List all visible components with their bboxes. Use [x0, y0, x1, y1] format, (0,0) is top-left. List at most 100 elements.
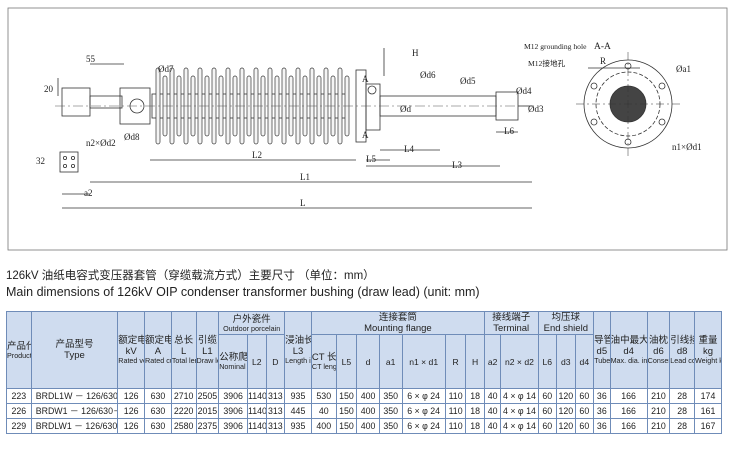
header-leadconn-cn: 引线接头: [670, 335, 694, 346]
header-current-cn: 额定电流: [145, 335, 171, 346]
label-d6: Ød6: [420, 70, 436, 80]
section-labels: A-A M12 grounding hole M12接地孔 R Øa1 n1×Ø…: [524, 42, 702, 152]
table-cell: 167: [694, 418, 722, 434]
header-d3: d3: [556, 334, 576, 389]
table-cell: 28: [669, 418, 696, 434]
table-cell: 4 × φ 14: [500, 403, 539, 419]
table-cell: 18: [465, 403, 485, 419]
header-n2d2: n2 × d2: [500, 334, 539, 389]
table-cell: 120: [556, 403, 576, 419]
header-ct-cn: CT 长 L4: [311, 352, 337, 363]
section-title: A-A: [594, 42, 611, 52]
header-lead-connector: 引线接头d8Lead connector d8: [669, 311, 696, 389]
table-cell: 40: [483, 388, 502, 404]
label-55: 55: [86, 54, 96, 64]
header-conservator: 油枕d6Conservator d6: [646, 311, 671, 389]
label-20: 20: [44, 84, 54, 94]
table-cell: 150: [335, 403, 358, 419]
header-l6: L6: [537, 334, 558, 389]
table-cell: 161: [694, 403, 722, 419]
table-cell: 6 × φ 24: [401, 403, 446, 419]
header-oil-sym: L3: [292, 346, 304, 357]
table-cell: 226: [6, 403, 32, 419]
header-n1d1: n1 × d1: [401, 334, 446, 389]
terminal-hole-icon: [63, 163, 68, 168]
header-leadconn-sym: d8: [676, 346, 688, 357]
table-cell: 166: [609, 388, 648, 404]
table-cell: 1140: [247, 418, 267, 434]
table-cell: 210: [646, 418, 671, 434]
header-lead-cn: 引缆: [197, 335, 217, 346]
table-cell: 60: [574, 403, 595, 419]
header-type-en: Type: [64, 350, 85, 361]
table-cell: 400: [356, 403, 380, 419]
header-l5: L5: [335, 334, 358, 389]
header-type-cn: 产品型号: [55, 339, 94, 350]
header-code-cn: 产品代号: [7, 340, 30, 352]
table-cell: 313: [265, 388, 286, 404]
table-cell: 2220: [170, 403, 197, 419]
header-weight-en: Weight kg: [695, 356, 721, 365]
header-lead-en: Draw lead L1: [196, 356, 218, 365]
table-cell: 935: [284, 418, 312, 434]
table-cell: 40: [483, 418, 502, 434]
header-d4: d4: [574, 334, 595, 389]
table-cell: 4 × φ 14: [500, 388, 539, 404]
header-rated-current: 额定电流ARated current A: [144, 311, 172, 389]
header-weight-unit: kg: [702, 346, 714, 357]
table-cell: 18: [465, 418, 485, 434]
table-cell: 60: [537, 403, 558, 419]
header-conserv-en: Conservator d6: [647, 356, 669, 365]
table-cell: 400: [356, 388, 380, 404]
label-l6: L6: [504, 126, 514, 136]
header-a2: a2: [483, 334, 502, 389]
table-cell: 3906: [218, 388, 249, 404]
header-tube: 导管d5Tube d5: [593, 311, 611, 389]
header-voltage-unit: kV: [125, 346, 137, 357]
table-cell: 28: [669, 388, 696, 404]
table-cell: 630: [144, 418, 172, 434]
header-current-en: Rated current A: [145, 356, 171, 365]
header-voltage-en: Rated voltage kV: [118, 356, 144, 365]
header-weight-cn: 重量: [698, 335, 718, 346]
header-l2: L2: [247, 334, 267, 389]
table-cell: 2015: [195, 403, 220, 419]
header-tube-sym: d5: [596, 346, 608, 357]
table-cell: 6 × φ 24: [401, 418, 446, 434]
header-h: H: [465, 334, 485, 389]
table-cell: 3906: [218, 403, 249, 419]
table-cell: 166: [609, 403, 648, 419]
title-chinese: 126kV 油纸电容式变压器套管（穿缆载流方式）主要尺寸 （单位：mm）: [6, 270, 375, 282]
table-cell: 126: [117, 418, 146, 434]
label-l5: L5: [366, 154, 376, 164]
header-oilside-cn: 油中最大直径: [610, 335, 646, 346]
header-terminal-cn: 接线端子: [492, 312, 531, 324]
grounding-hole-label-en: M12 grounding hole: [524, 42, 587, 51]
table-cell: 126: [117, 388, 146, 404]
header-conserv-cn: 油枕: [648, 335, 668, 346]
header-oil-en: Length in oil L3: [285, 356, 311, 365]
header-d: d: [356, 334, 380, 389]
header-r: R: [444, 334, 467, 389]
label-d4: Ød4: [516, 86, 532, 96]
table-cell: 223: [6, 388, 32, 404]
table-cell: 935: [284, 388, 312, 404]
table-cell: 229: [6, 418, 32, 434]
label-n2d2: n2×Ød2: [86, 138, 116, 148]
header-terminal-en: Terminal: [493, 323, 530, 334]
header-conserv-sym: d6: [653, 346, 664, 357]
table-cell: 3906: [218, 418, 249, 434]
terminal-hole-icon: [63, 155, 68, 160]
table-cell: 40: [483, 403, 502, 419]
table-cell: 1140: [247, 388, 267, 404]
title-english: Main dimensions of 126kV OIP condenser t…: [6, 285, 480, 299]
header-porcelain-en: Outdoor porcelain: [223, 323, 281, 333]
table-cell: 60: [574, 418, 595, 434]
label-d5: Ød5: [460, 76, 476, 86]
header-oil-length: 浸油长度L3Length in oil L3: [284, 311, 312, 389]
